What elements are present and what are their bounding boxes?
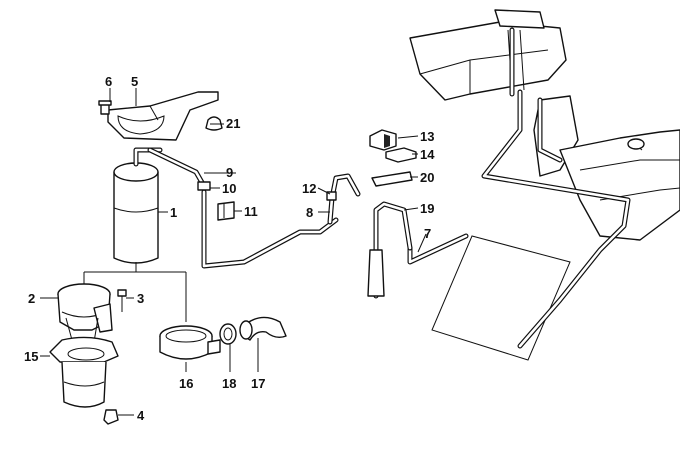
bolt-6 [98,100,112,115]
floor-plate-outline [431,235,571,361]
clamp-18 [219,323,237,345]
callout-10: 10 [222,181,236,196]
hose-9 [201,189,339,269]
callout-3: 3 [137,291,144,306]
callout-21: 21 [226,116,240,131]
hose-19 [367,201,413,299]
callout-19: 19 [420,201,434,216]
callout-20: 20 [420,170,434,185]
charcoal-canister-1 [113,147,207,264]
callout-17: 17 [251,376,265,391]
callout-2: 2 [28,291,35,306]
callout-6: 6 [105,74,112,89]
clamp-10 [197,181,211,191]
hose-17 [239,316,287,341]
callout-8: 8 [306,205,313,220]
holder-14 [385,147,417,163]
fuel-line-7 [407,27,631,349]
mount-15 [49,336,119,408]
clip-13 [369,129,397,151]
ring-16 [159,325,221,360]
callout-5: 5 [131,74,138,89]
callout-16: 16 [179,376,193,391]
holder-ring-2 [57,283,113,343]
callout-14: 14 [420,147,435,162]
callout-4: 4 [137,408,145,423]
bracket-20 [371,171,413,187]
callout-15: 15 [24,349,38,364]
callout-12: 12 [302,181,316,196]
vehicle-body-outline [409,9,680,241]
callout-9: 9 [226,165,233,180]
screw-4 [103,409,119,425]
callout-18: 18 [222,376,236,391]
line-8 [326,173,361,225]
bolt-3 [117,289,127,312]
callout-7: 7 [424,226,431,241]
callout-11: 11 [244,204,258,219]
callout-leaders [40,88,427,416]
mounting-bracket-5 [107,91,219,141]
callout-1: 1 [170,205,177,220]
callout-13: 13 [420,129,434,144]
clip-11 [217,201,235,221]
exploded-view-leader [83,262,187,322]
